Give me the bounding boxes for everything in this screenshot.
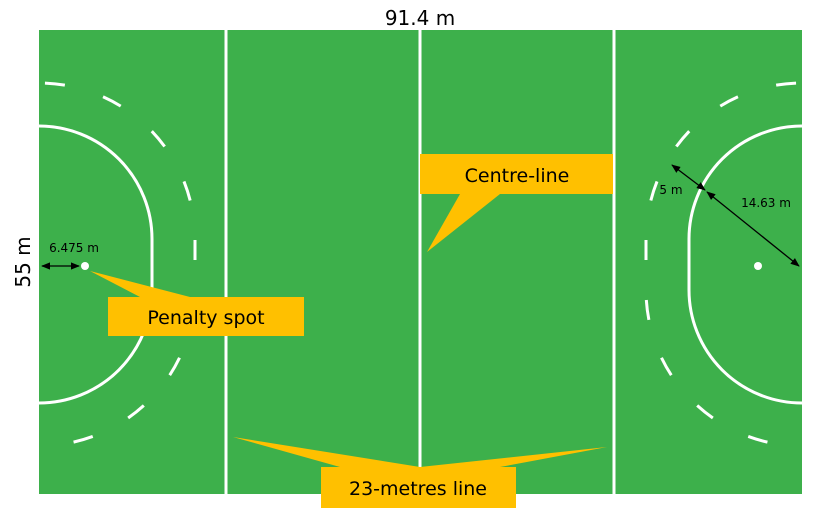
radius-arrow [706, 191, 800, 267]
right-shooting-circle [687, 124, 803, 405]
23m-line-callout-text: 23-metres line [349, 478, 487, 500]
length-label: 91.4 m [385, 6, 455, 30]
offset-arrow [671, 164, 706, 191]
left-penalty-spot [81, 262, 89, 270]
left-shooting-circle [38, 124, 154, 405]
radius-label: 14.63 m [741, 196, 791, 210]
23m-line-callout: 23-metres line [233, 437, 607, 508]
right-penalty-spot [754, 262, 762, 270]
width-label: 55 m [11, 236, 35, 287]
centre-line-callout: Centre-line [420, 154, 613, 252]
right-dashed-circle [644, 81, 803, 448]
penalty-distance-label: 6.475 m [49, 241, 99, 255]
left-dashed-circle [38, 81, 197, 448]
offset-label: 5 m [659, 183, 682, 197]
penalty-spot-callout-text: Penalty spot [147, 307, 264, 329]
centre-line-callout-text: Centre-line [465, 165, 570, 187]
penalty-spot-callout: Penalty spot [90, 271, 304, 336]
